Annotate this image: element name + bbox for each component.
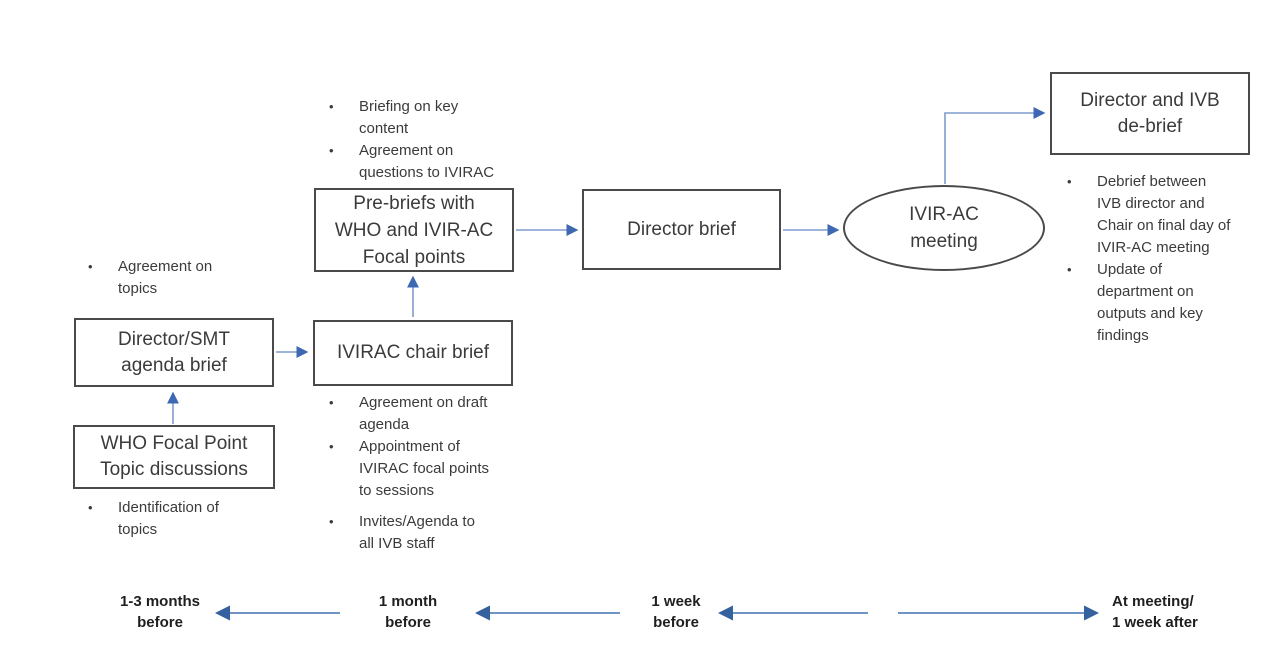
note-text: Agreement on questions to IVIRAC [359,142,495,181]
timeline-label-at-meeting-1-week-after: At meeting/ 1 week after [1112,593,1198,631]
node-director-brief: Director brief [582,189,781,270]
bullet-icon: • [1067,174,1072,189]
notes-pre-brief: • Briefing on key content • Agreement on… [325,96,525,184]
bullet-icon: • [329,143,334,158]
notes-identification-of-topics: • Identification of topics [84,497,274,541]
bullet-icon: • [329,514,334,529]
list-item: • Appointment of IVIRAC focal points to … [325,436,535,502]
notes-chair-brief: • Agreement on draft agenda • Appointmen… [325,392,535,555]
bullet-icon: • [1067,262,1072,277]
note-text: Agreement on draft agenda [359,394,488,433]
notes-agreement-on-topics: • Agreement on topics [84,256,274,300]
bullet-icon: • [329,439,334,454]
note-text: Update of department on outputs and key … [1097,261,1203,344]
list-item: • Invites/Agenda to all IVB staff [325,511,535,555]
timeline-label-1-week-before: 1 week before [651,593,701,631]
note-text: Identification of topics [118,499,219,538]
bullet-icon: • [329,395,334,410]
note-text: Invites/Agenda to all IVB staff [359,513,475,552]
bullet-icon: • [329,99,334,114]
list-item: • Agreement on draft agenda [325,392,535,436]
timeline-label-1-3-months-before: 1-3 months before [119,593,200,631]
note-text: Briefing on key content [359,98,459,137]
node-ivirac-meeting: IVIR-AC meeting [843,185,1045,271]
note-text: Agreement on topics [118,258,213,297]
node-director-smt-agenda-brief: Director/SMT agenda brief [74,318,274,387]
node-director-ivb-debrief: Director and IVB de-brief [1050,72,1250,155]
node-ivirac-chair-brief: IVIRAC chair brief [313,320,513,386]
timeline-label-1-month-before: 1 month before [378,593,438,631]
list-item: • Identification of topics [84,497,274,541]
node-who-focal-point-topic-discussions: WHO Focal Point Topic discussions [73,425,275,489]
bullet-icon: • [88,259,93,274]
list-item: • Briefing on key content [325,96,525,140]
node-pre-briefs-focal-points: Pre-briefs with WHO and IVIR-AC Focal po… [314,188,514,272]
bullet-icon: • [88,500,93,515]
note-text: Debrief between IVB director and Chair o… [1097,173,1231,256]
note-text: Appointment of IVIRAC focal points to se… [359,438,490,499]
arrow-ivirac-meeting-to-debrief [944,107,1046,184]
notes-debrief: • Debrief between IVB director and Chair… [1063,171,1263,347]
list-item: • Agreement on questions to IVIRAC [325,140,525,184]
list-item: • Agreement on topics [84,256,274,300]
list-item: • Update of department on outputs and ke… [1063,259,1263,347]
list-item: • Debrief between IVB director and Chair… [1063,171,1263,259]
